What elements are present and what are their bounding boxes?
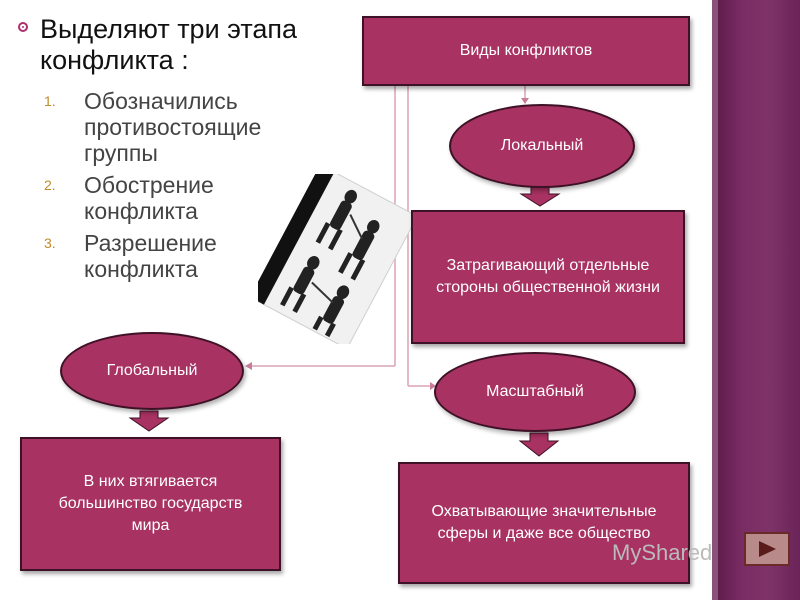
stages-list: 1. Обозначились противостоящие группы 2.… (44, 88, 304, 288)
down-arrow-icon (518, 432, 560, 457)
list-item: 3. Разрешение конфликта (44, 230, 304, 282)
arrow-head-icon (430, 382, 436, 390)
slide-title: Выделяют три этапа конфликта : (40, 14, 298, 75)
node-scale: Масштабный (434, 352, 636, 432)
list-item: 2. Обострение конфликта (44, 172, 304, 224)
root-node-conflict-types: Виды конфликтов (362, 16, 690, 86)
node-local: Локальный (449, 104, 635, 188)
tug-of-war-image (258, 174, 418, 344)
node-scale-description: Охватывающие значительные сферы и даже в… (398, 462, 690, 584)
list-item: 1. Обозначились противостоящие группы (44, 88, 304, 166)
play-button[interactable] (744, 532, 790, 566)
down-arrow-icon (128, 410, 170, 432)
node-global: Глобальный (60, 332, 244, 410)
arrow-head-icon (245, 362, 252, 370)
list-item-text: Разрешение конфликта (84, 230, 217, 282)
list-number: 3. (44, 235, 56, 251)
list-item-text: Обострение конфликта (84, 172, 214, 224)
list-item-text: Обозначились противостоящие группы (84, 88, 262, 166)
play-icon (759, 541, 776, 557)
node-local-description: Затрагивающий отдельные стороны обществе… (411, 210, 685, 344)
arrow-head-icon (521, 98, 529, 104)
node-global-description: В них втягивается большинство государств… (20, 437, 281, 571)
right-decorative-stripe (712, 0, 800, 600)
bullet-icon (18, 22, 28, 32)
list-number: 1. (44, 93, 56, 109)
list-number: 2. (44, 177, 56, 193)
down-arrow-icon (519, 186, 561, 207)
watermark-text: MyShared (612, 540, 713, 565)
